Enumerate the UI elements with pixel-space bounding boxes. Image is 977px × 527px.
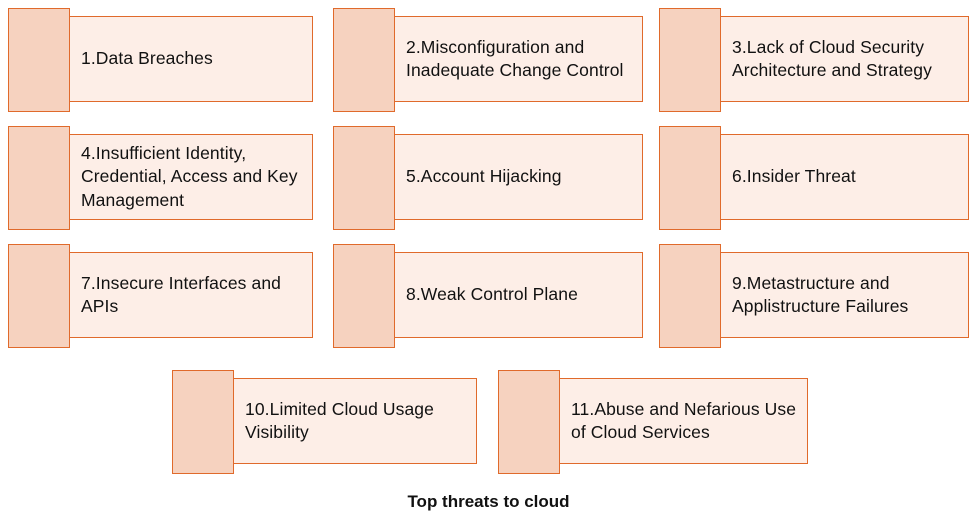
card-tab-shape xyxy=(333,244,395,348)
diagram-caption: Top threats to cloud xyxy=(407,492,570,511)
threat-card-label: 5.Account Hijacking xyxy=(406,166,562,187)
threat-card-label: 11.Abuse and Nefarious Use of Cloud Serv… xyxy=(571,398,797,442)
card-tab-shape xyxy=(172,370,234,474)
card-tab-shape xyxy=(8,244,70,348)
threat-card-label: 9.Metastructure and Applistructure Failu… xyxy=(732,272,909,316)
threat-card-label: 10.Limited Cloud Usage Visibility xyxy=(245,398,434,442)
threat-card: 1.Data Breaches xyxy=(8,8,313,112)
card-tab-shape xyxy=(333,126,395,230)
threat-card-label: 8.Weak Control Plane xyxy=(406,284,578,305)
card-tab-shape xyxy=(659,244,721,348)
threat-card: 8.Weak Control Plane xyxy=(333,244,643,348)
threat-card: 10.Limited Cloud Usage Visibility xyxy=(172,370,477,474)
threat-card: 2.Misconfiguration and Inadequate Change… xyxy=(333,8,643,112)
card-tab-shape xyxy=(8,126,70,230)
card-tab-shape xyxy=(8,8,70,112)
threat-card: 3.Lack of Cloud Security Architecture an… xyxy=(659,8,969,112)
card-tab-shape xyxy=(333,8,395,112)
threat-card: 9.Metastructure and Applistructure Failu… xyxy=(659,244,969,348)
threat-card-label: 2.Misconfiguration and Inadequate Change… xyxy=(406,36,624,80)
threat-card-label: 4.Insufficient Identity, Credential, Acc… xyxy=(81,143,298,210)
card-tab-shape xyxy=(498,370,560,474)
threat-card: 11.Abuse and Nefarious Use of Cloud Serv… xyxy=(498,370,808,474)
card-tab-shape xyxy=(659,8,721,112)
threat-card-label: 1.Data Breaches xyxy=(81,48,213,69)
threat-card-label: 3.Lack of Cloud Security Architecture an… xyxy=(732,36,932,80)
threat-card: 7.Insecure Interfaces and APIs xyxy=(8,244,313,348)
threat-card: 5.Account Hijacking xyxy=(333,126,643,230)
threat-card: 6.Insider Threat xyxy=(659,126,969,230)
threat-card-label: 6.Insider Threat xyxy=(732,166,856,187)
threat-card-label: 7.Insecure Interfaces and APIs xyxy=(81,272,281,316)
threat-card: 4.Insufficient Identity, Credential, Acc… xyxy=(8,126,313,230)
card-tab-shape xyxy=(659,126,721,230)
